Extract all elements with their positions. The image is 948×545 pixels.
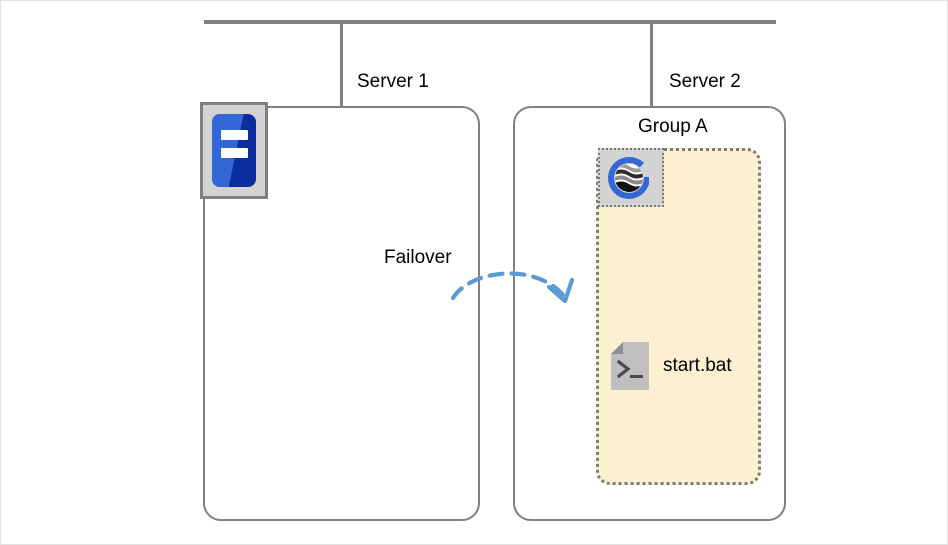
network-drop-server1 bbox=[340, 23, 343, 106]
failover-arrow-icon bbox=[441, 251, 591, 311]
script-file-icon bbox=[611, 342, 649, 390]
network-drop-server2 bbox=[650, 23, 653, 106]
application-icon-glyph bbox=[212, 114, 256, 187]
script-file-name: start.bat bbox=[663, 355, 732, 376]
application-icon-bar-bottom bbox=[220, 147, 249, 158]
g-logo-icon bbox=[598, 148, 664, 207]
application-icon-bar-top bbox=[220, 130, 249, 141]
server-2-label: Server 2 bbox=[669, 71, 741, 92]
network-bus-line bbox=[204, 20, 776, 24]
application-icon bbox=[200, 102, 268, 199]
failover-label: Failover bbox=[384, 247, 452, 268]
group-a-label: Group A bbox=[638, 116, 708, 137]
script-resource: start.bat bbox=[611, 342, 732, 390]
server-1-label: Server 1 bbox=[357, 71, 429, 92]
